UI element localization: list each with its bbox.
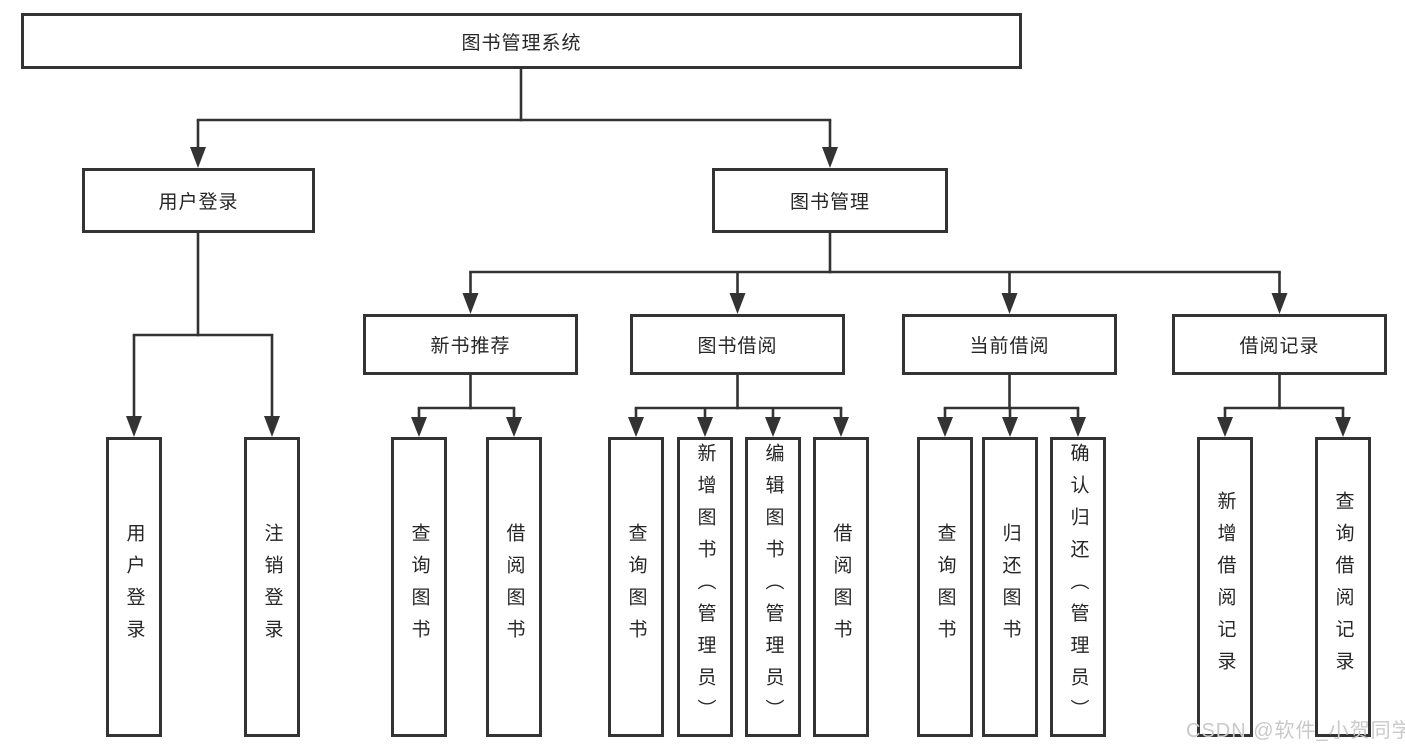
node-new-book-recommend-label: 新书推荐 [430,336,511,357]
node-book-management-label: 图书管理 [789,192,870,213]
node-user-login-label: 用户登录 [158,192,239,213]
leaf-current-query-book-label: 查询图书 [934,523,956,651]
leaf-borrow-book-label: 借阅图书 [830,523,852,651]
connector-root-to-level1 [190,69,838,168]
node-borrow-records-label: 借阅记录 [1239,336,1320,357]
leaf-recommend-borrow-book: 借阅图书 [486,437,542,737]
leaf-borrow-book: 借阅图书 [813,437,869,737]
leaf-confirm-return-admin-label: 确认归还（管理员） [1067,443,1089,731]
leaf-return-book-label: 归还图书 [999,523,1021,651]
leaf-query-borrow-record: 查询借阅记录 [1315,437,1371,737]
leaf-add-book-admin: 新增图书（管理员） [677,437,733,737]
leaf-current-query-book: 查询图书 [917,437,973,737]
leaf-return-book: 归还图书 [982,437,1038,737]
leaf-recommend-query-book: 查询图书 [391,437,447,737]
connector-new-book-recommend-to-leaves [411,375,522,437]
leaf-add-borrow-record: 新增借阅记录 [1197,437,1253,737]
node-root: 图书管理系统 [21,13,1022,69]
connector-current-borrow-to-leaves [937,375,1086,437]
node-current-borrow: 当前借阅 [902,314,1117,375]
connector-book-management-to-level2 [462,233,1288,314]
connector-user-login-to-leaves [126,233,280,437]
leaf-edit-book-admin-label: 编辑图书（管理员） [762,443,784,731]
leaf-query-borrow-record-label: 查询借阅记录 [1332,491,1354,683]
leaf-recommend-borrow-book-label: 借阅图书 [503,523,525,651]
node-root-label: 图书管理系统 [461,32,582,54]
node-current-borrow-label: 当前借阅 [969,336,1050,357]
node-book-management: 图书管理 [712,168,948,233]
node-book-borrow: 图书借阅 [630,314,845,375]
leaf-confirm-return-admin: 确认归还（管理员） [1050,437,1106,737]
leaf-recommend-query-book-label: 查询图书 [408,523,430,651]
connector-borrow-records-to-leaves [1217,375,1351,437]
leaf-edit-book-admin: 编辑图书（管理员） [745,437,801,737]
leaf-borrow-query-book: 查询图书 [608,437,664,737]
csdn-watermark: CSDN @软件_小贺同学 [1186,720,1405,742]
node-borrow-records: 借阅记录 [1172,314,1387,375]
leaf-logout: 注销登录 [244,437,300,737]
leaf-user-login: 用户登录 [106,437,162,737]
node-new-book-recommend: 新书推荐 [363,314,578,375]
node-book-borrow-label: 图书借阅 [697,336,778,357]
leaf-add-book-admin-label: 新增图书（管理员） [694,443,716,731]
leaf-add-borrow-record-label: 新增借阅记录 [1214,491,1236,683]
connector-book-borrow-to-leaves [628,375,849,437]
leaf-borrow-query-book-label: 查询图书 [625,523,647,651]
leaf-user-login-label: 用户登录 [123,523,145,651]
node-user-login: 用户登录 [82,168,315,233]
leaf-logout-label: 注销登录 [261,523,283,651]
